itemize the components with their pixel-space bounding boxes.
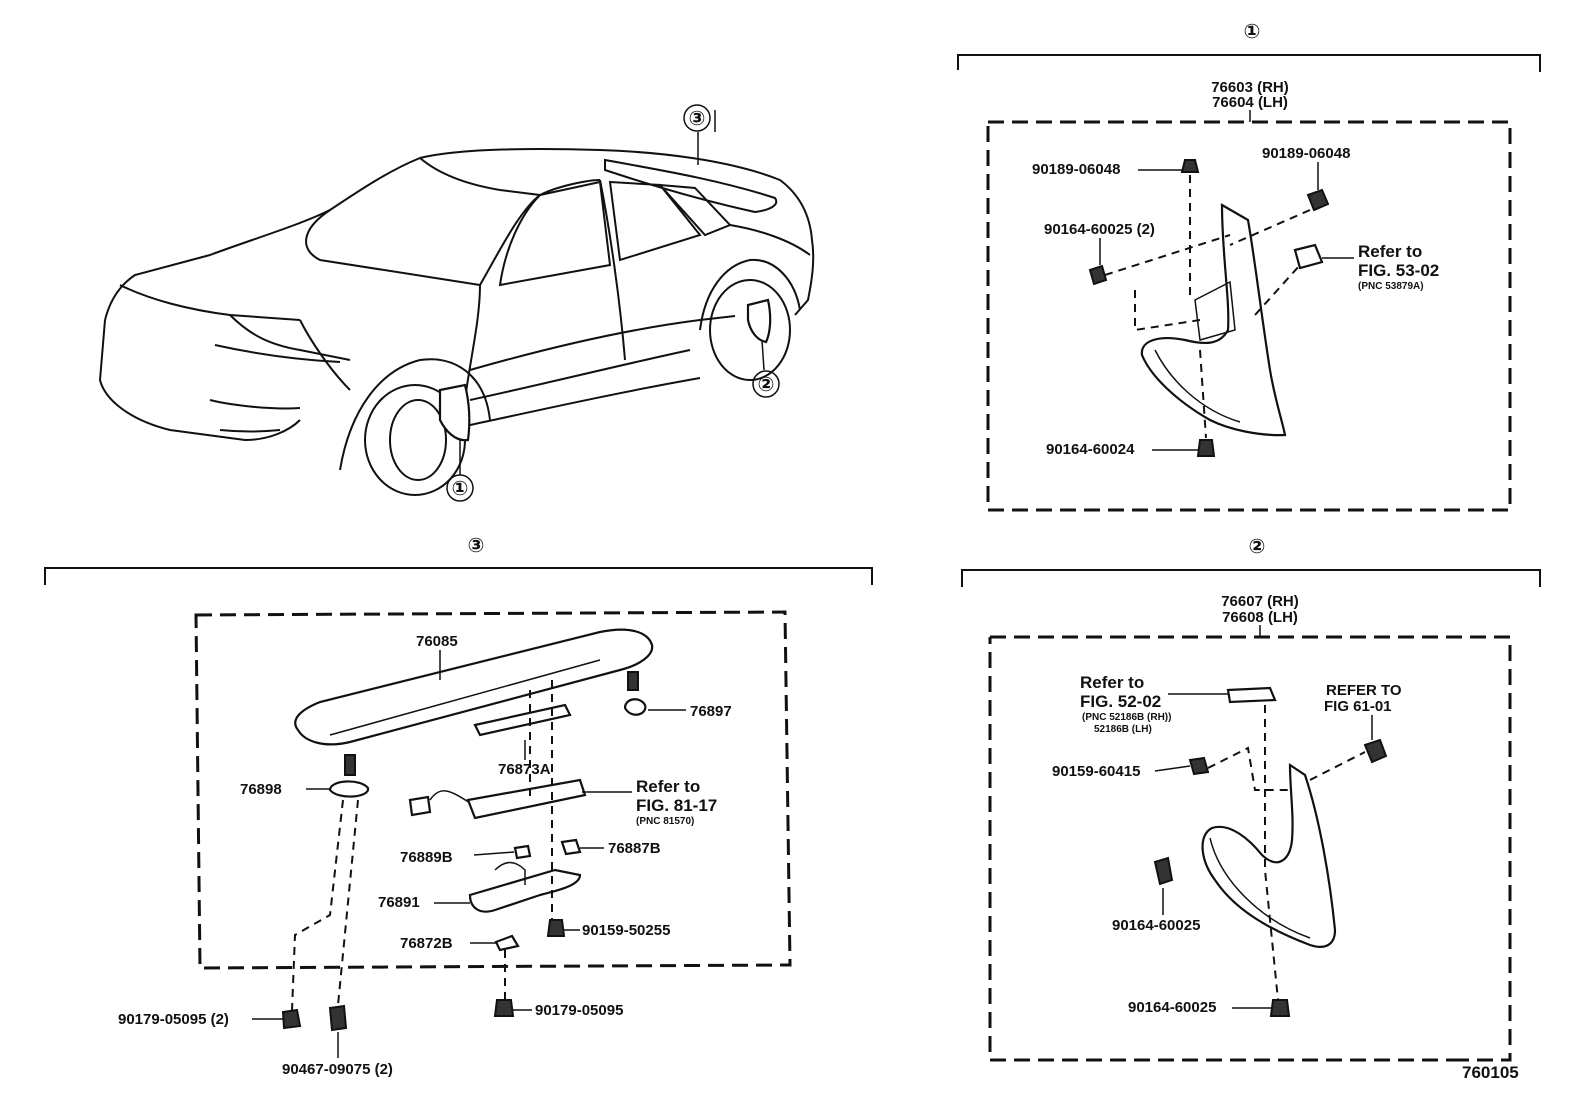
panel-1-title: ①: [1244, 21, 1261, 43]
panel-1-ref-line3: (PNC 53879A): [1358, 281, 1424, 292]
panel-2-rear-mudflap: ② 76607 (RH) 76608 (LH) Refer to FIG. 52…: [961, 536, 1541, 1062]
figure-number: 760105: [1462, 1063, 1519, 1082]
lamp-part: [466, 778, 587, 820]
panel-2-ref-line4: 52186B (LH): [1094, 724, 1152, 735]
screw-a-spoiler-icon: [546, 919, 566, 937]
bracket-ref-icon: [1293, 243, 1324, 270]
panel-2-part-rh: 76607 (RH): [1221, 593, 1299, 610]
panel-3-title: ③: [468, 535, 485, 557]
clip-refer-icon: [1363, 738, 1388, 764]
rear-mudflap-part: [1201, 762, 1337, 948]
panel-1-screw-bottom-label: 90164-60024: [1046, 441, 1135, 458]
pad-b2-icon: [560, 838, 582, 856]
panel-3-frame: [194, 610, 792, 970]
panel-3-pad-b1-label: 76889B: [400, 849, 453, 866]
panel-3-pad-c-label: 76872B: [400, 935, 453, 952]
callout-3-car-label: ③: [689, 108, 706, 130]
panel-3-nut-left-label: 90179-05095 (2): [118, 1011, 229, 1028]
panel-2-ref-line3: (PNC 52186B (RH)): [1082, 712, 1171, 723]
panel-1-clip-right-label: 90189-06048: [1262, 145, 1350, 162]
panel-3-pad-b2-label: 76887B: [608, 840, 661, 857]
spoiler-part: [294, 628, 654, 746]
bolt-right-icon: [627, 671, 639, 691]
clip-left-icon: [1180, 159, 1200, 173]
panel-1-front-mudflap: ① 76603 (RH) 76604 (LH) 90189-06048 9018…: [957, 21, 1541, 512]
callout-2-car: ②: [752, 370, 780, 398]
panel-3-pad-right-label: 76897: [690, 703, 732, 720]
panel-3-pad-left-label: 76898: [240, 781, 282, 798]
screw-bottom-icon: [1196, 439, 1216, 457]
panel-2-ref2-line1: REFER TO: [1326, 682, 1402, 699]
screw-c-icon: [1269, 999, 1291, 1017]
panel-1-ref-line2: FIG. 53-02: [1358, 261, 1439, 280]
panel-1-screw-2-label: 90164-60025 (2): [1044, 221, 1155, 238]
pad-left-icon: [328, 780, 370, 798]
panel-2-screw-b-label: 90164-60025: [1112, 917, 1200, 934]
panel-2-frame: [988, 635, 1512, 1062]
panel-3-clip-left-label: 90467-09075 (2): [282, 1061, 393, 1078]
panel-2-screw-a-label: 90159-60415: [1052, 763, 1140, 780]
callout-1-car: ①: [446, 474, 474, 502]
panel-3-rear-spoiler: ③ 76085 76897: [44, 535, 873, 1078]
pad-c-icon: [494, 934, 520, 952]
callout-2-car-label: ②: [758, 374, 775, 396]
panel-2-ref2-line2: FIG 61-01: [1324, 698, 1392, 715]
panel-3-screw-a-label: 90159-50255: [582, 922, 670, 939]
panel-1-part-lh: 76604 (LH): [1212, 94, 1288, 111]
panel-3-ref-line3: (PNC 81570): [636, 816, 694, 827]
screw-a-icon: [1188, 756, 1210, 776]
panel-2-title: ②: [1249, 536, 1266, 558]
panel-1-clip-left-label: 90189-06048: [1032, 161, 1120, 178]
nut-right-icon: [493, 999, 515, 1017]
bracket-ref-2-icon: [1226, 686, 1277, 704]
pad-right-icon: [623, 698, 647, 716]
panel-2-ref-line2: FIG. 52-02: [1080, 692, 1161, 711]
panel-1-ref-line1: Refer to: [1358, 242, 1422, 261]
screw-b-icon: [1153, 856, 1174, 886]
panel-3-spoiler-label: 76085: [416, 633, 458, 650]
panel-3-ref-line1: Refer to: [636, 777, 700, 796]
panel-1-part-rh: 76603 (RH): [1211, 79, 1289, 96]
panel-2-screw-c-label: 90164-60025: [1128, 999, 1216, 1016]
panel-3-bracket-label: 76891: [378, 894, 420, 911]
callout-3-car: ③: [683, 104, 711, 132]
bolt-left-icon: [344, 754, 356, 776]
screw-2-icon: [1088, 264, 1108, 286]
panel-2-ref-line1: Refer to: [1080, 673, 1144, 692]
panel-3-lamp-cover-label: 76873A: [498, 761, 551, 778]
clip-right-icon: [1306, 188, 1330, 212]
pad-b1-icon: [513, 844, 532, 860]
panel-2-part-lh: 76608 (LH): [1222, 609, 1298, 626]
lamp-cover-part: [473, 703, 572, 737]
front-mudflap-part: [1140, 203, 1287, 437]
car-overview-illustration: [98, 110, 815, 496]
callout-1-car-label: ①: [452, 478, 469, 500]
panel-3-nut-right-label: 90179-05095: [535, 1002, 623, 1019]
panel-3-ref-line2: FIG. 81-17: [636, 796, 717, 815]
clip-left-spoiler-icon: [328, 1004, 348, 1032]
nut-left-icon: [281, 1008, 302, 1030]
